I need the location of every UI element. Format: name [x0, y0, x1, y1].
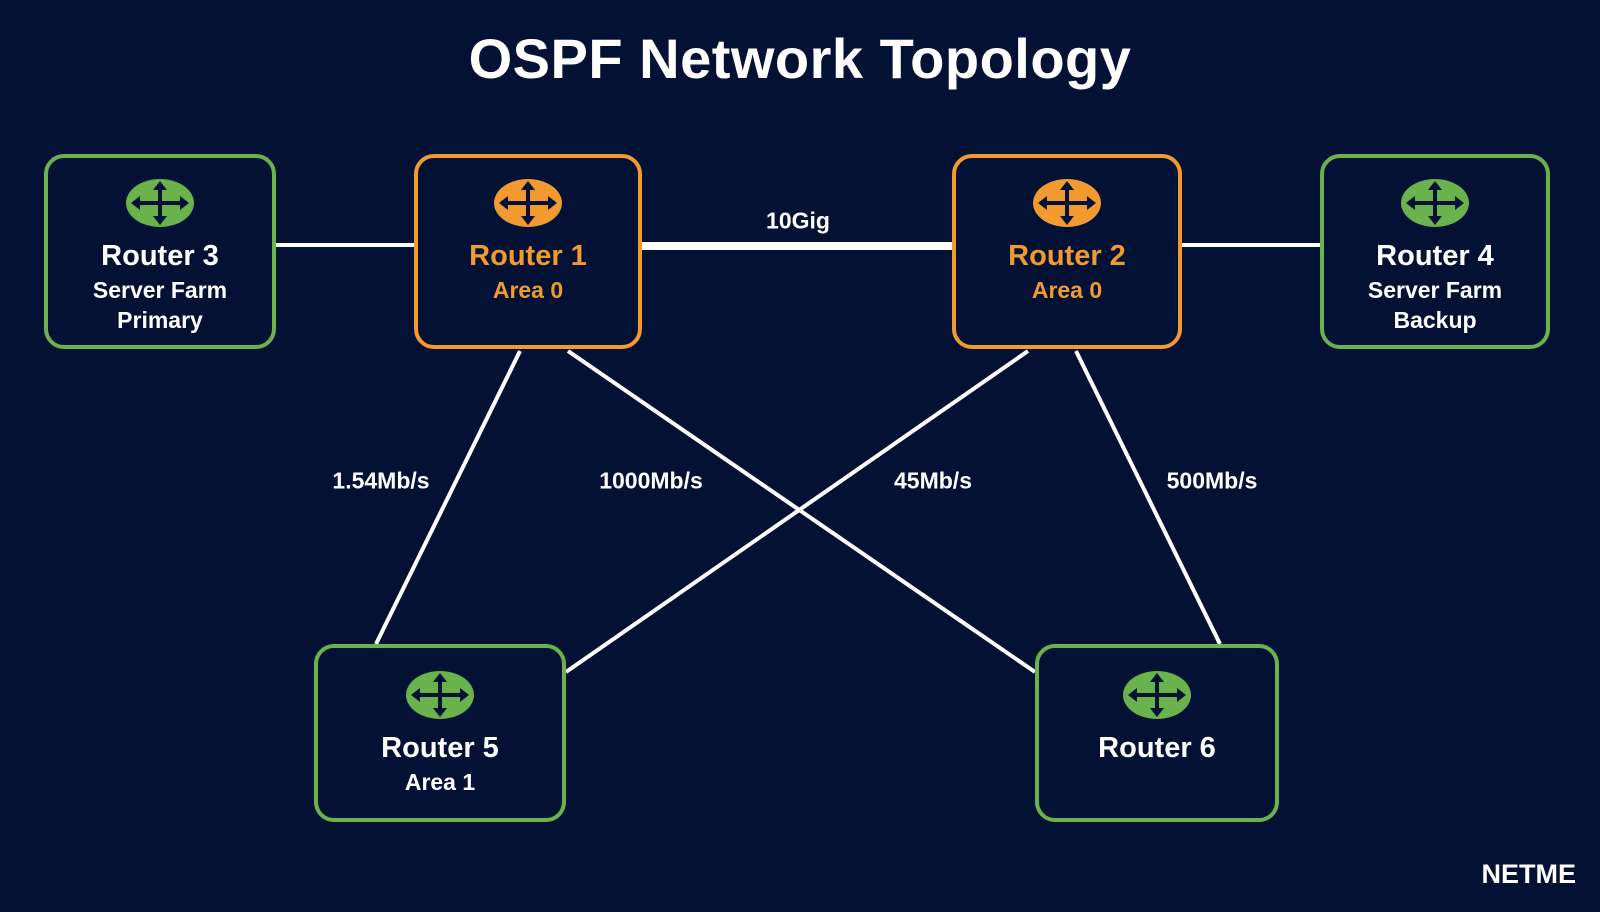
router-4-node[interactable]: Router 4 Server Farm Backup	[1320, 154, 1550, 349]
router-3-name: Router 3	[101, 240, 219, 272]
router-icon	[494, 179, 562, 227]
router-3-role: Server Farm	[92, 277, 228, 303]
router-3-node[interactable]: Router 3 Server Farm Primary	[44, 154, 276, 349]
router-2-node[interactable]: Router 2 Area 0	[952, 154, 1182, 349]
router-icon	[406, 671, 474, 719]
router-icon	[1033, 179, 1101, 227]
router-4-role-detail: Backup	[1393, 307, 1477, 333]
link-r1-r5	[374, 350, 522, 645]
router-3-role-detail: Primary	[117, 307, 203, 333]
router-6-node[interactable]: Router 6	[1035, 644, 1279, 822]
router-2-area: Area 0	[1031, 277, 1103, 303]
link-label-r2-r6: 500Mb/s	[1166, 467, 1258, 494]
link-label-r1-r6: 1000Mb/s	[599, 467, 703, 494]
router-1-area: Area 0	[492, 277, 564, 303]
router-icon	[1123, 671, 1191, 719]
router-4-role: Server Farm	[1367, 277, 1503, 303]
router-icon	[126, 179, 194, 227]
link-r2-r5	[564, 349, 1030, 674]
link-r2-r6	[1074, 350, 1222, 645]
brand-logo-text: NETME	[1481, 859, 1577, 889]
router-1-node[interactable]: Router 1 Area 0	[414, 154, 642, 349]
router-5-area: Area 1	[404, 769, 476, 795]
router-2-name: Router 2	[1008, 240, 1126, 272]
router-icon	[1401, 179, 1469, 227]
link-label-r1-r5: 1.54Mb/s	[332, 467, 430, 494]
link-label-r2-r5: 45Mb/s	[894, 467, 972, 494]
router-1-name: Router 1	[469, 240, 587, 272]
diagram-title: OSPF Network Topology	[468, 27, 1132, 90]
link-label-r1-r2: 10Gig	[766, 207, 830, 234]
router-5-name: Router 5	[381, 732, 499, 764]
link-r1-r6	[566, 349, 1037, 674]
router-4-name: Router 4	[1376, 240, 1494, 272]
router-5-node[interactable]: Router 5 Area 1	[314, 644, 566, 822]
router-6-name: Router 6	[1098, 732, 1216, 764]
